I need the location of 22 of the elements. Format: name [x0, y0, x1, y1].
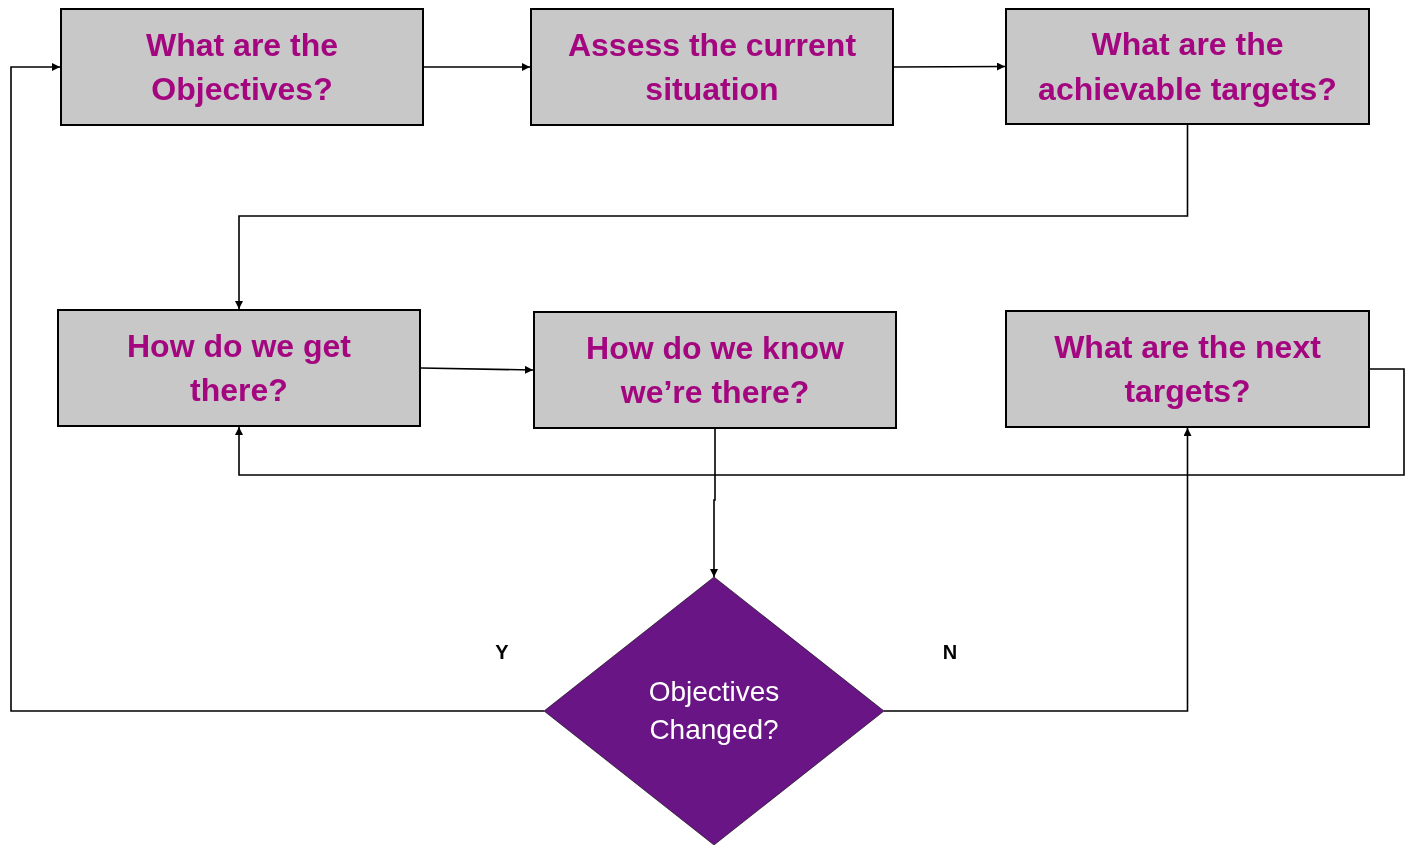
- decision-label: Objectives Changed?: [647, 675, 781, 747]
- arrow: [420, 365, 534, 374]
- process-box: [1005, 8, 1370, 125]
- process-box: [533, 311, 897, 429]
- process-box: [530, 8, 894, 126]
- arrow: [710, 428, 718, 578]
- arrow: [10, 63, 545, 712]
- arrow: [893, 62, 1006, 71]
- box-label: Assess the current situation: [566, 25, 858, 109]
- arrow: [235, 368, 1405, 476]
- process-box: [1005, 310, 1370, 428]
- process-box: [60, 8, 424, 126]
- box-label: How do we know we’re there?: [585, 328, 845, 412]
- arrow: [423, 63, 531, 71]
- decision-diamond: [544, 577, 884, 845]
- process-box: [57, 309, 421, 427]
- arrow: [235, 124, 1189, 310]
- arrow: [883, 427, 1192, 712]
- box-label: How do we get there?: [126, 326, 352, 410]
- box-label: What are the achievable targets?: [1037, 25, 1338, 109]
- box-label: What are the Objectives?: [145, 25, 339, 109]
- box-label: What are the next targets?: [1053, 327, 1322, 411]
